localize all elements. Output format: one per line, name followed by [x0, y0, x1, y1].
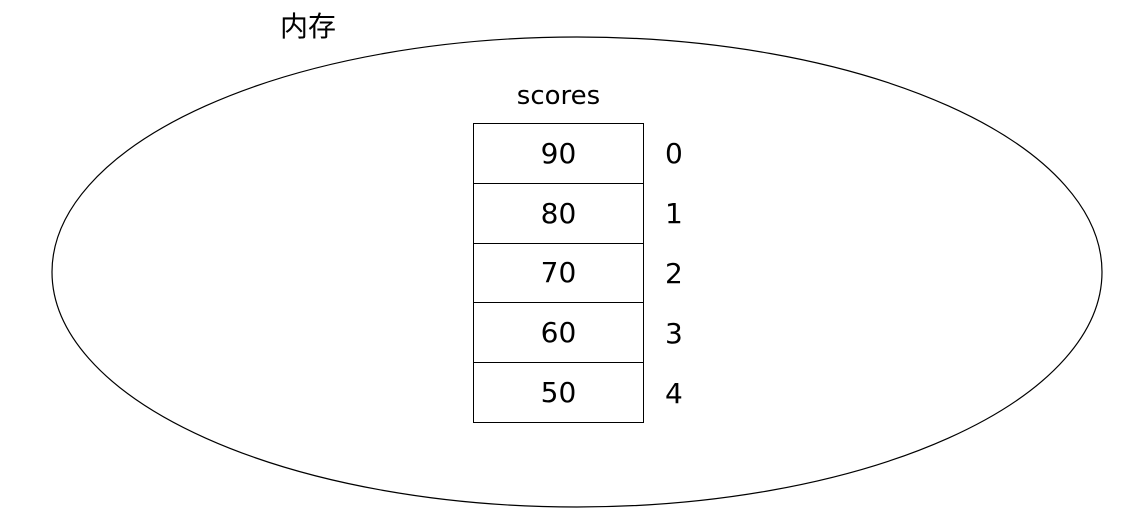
array-index-label: 3	[665, 316, 683, 350]
array-cell: 80	[474, 184, 643, 244]
array-cell: 70	[474, 244, 643, 304]
array-cell: 60	[474, 303, 643, 364]
scores-array: 90 80 70 60 50	[473, 123, 644, 423]
array-title: scores	[516, 81, 601, 111]
array-cell: 50	[540, 376, 577, 410]
memory-ellipse-outline	[51, 36, 1103, 508]
index-column: 0 1 2 3 4	[665, 123, 683, 423]
array-cell: 90	[474, 124, 643, 184]
memory-label: 内存	[280, 10, 337, 43]
array-index-label: 2	[665, 256, 683, 290]
array-index-label: 4	[665, 376, 683, 410]
array-index-label: 1	[665, 196, 683, 230]
array-index-label: 0	[665, 136, 683, 170]
